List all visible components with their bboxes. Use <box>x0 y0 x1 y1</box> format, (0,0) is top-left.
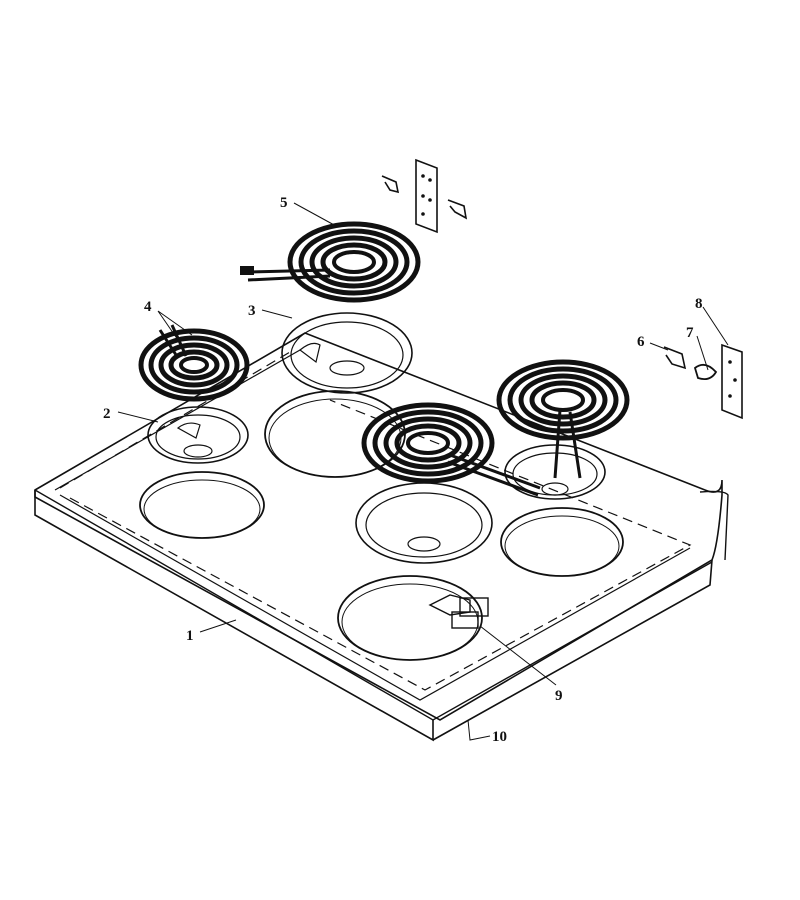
callout-3: 3 <box>248 303 256 319</box>
burner-opening-rear-left <box>264 390 406 478</box>
receptacle-clip <box>693 363 718 381</box>
surface-element-center <box>364 405 541 497</box>
burner-opening-front-left <box>139 471 265 539</box>
drip-pan-right <box>504 444 606 500</box>
surface-element-large-rear <box>240 224 418 300</box>
receptacle-bracket-top <box>381 158 468 234</box>
drip-pan-small-left <box>147 406 249 464</box>
surface-element-rear-right <box>499 362 627 479</box>
drip-pan-center <box>355 482 493 564</box>
cooktop-main-top <box>34 332 729 742</box>
callout-9: 9 <box>555 688 563 704</box>
callout-5: 5 <box>280 195 288 211</box>
callout-4: 4 <box>144 299 152 315</box>
callout-7: 7 <box>686 325 694 341</box>
surface-element-small-left <box>141 324 247 399</box>
callout-2: 2 <box>103 406 111 422</box>
callout-10: 10 <box>492 729 507 745</box>
callout-6: 6 <box>637 334 645 350</box>
terminal-block <box>663 346 687 370</box>
callout-8: 8 <box>695 296 703 312</box>
callout-1: 1 <box>186 628 194 644</box>
burner-opening-front-center <box>337 575 483 661</box>
burner-opening-front-right <box>500 507 624 577</box>
bracket-plate-right <box>721 343 743 420</box>
drip-pan-large-rear <box>281 312 413 394</box>
leader-lines <box>117 202 729 741</box>
wire-connector <box>428 594 489 629</box>
